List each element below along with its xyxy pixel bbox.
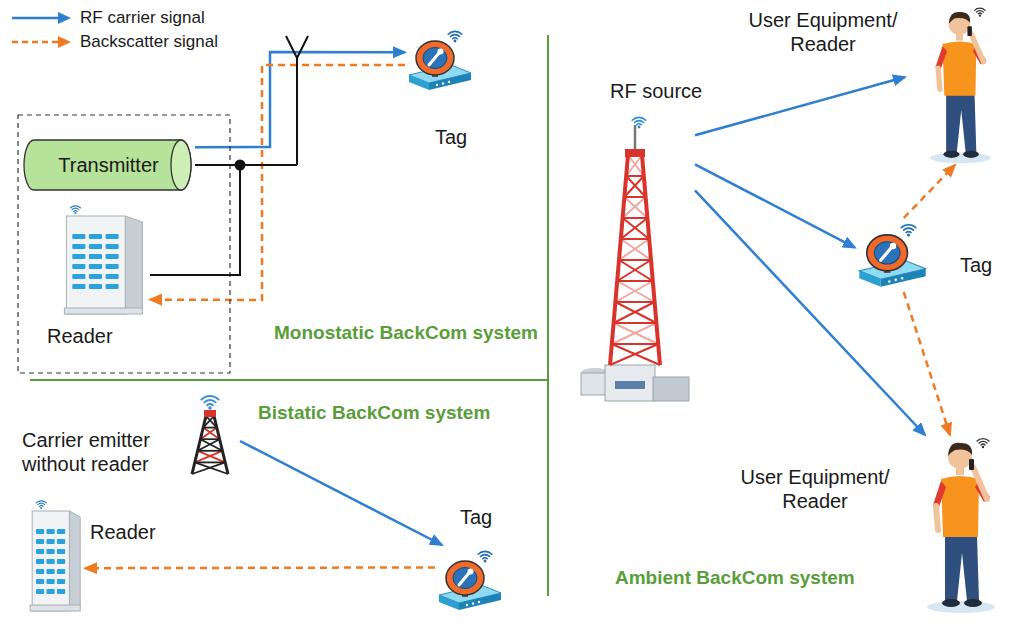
node-label: Reader [47,324,113,348]
carrier-arrow [695,77,905,135]
person-figure [930,8,990,163]
feed-wire [195,164,297,166]
node-outline [405,25,475,95]
wifi-symbol [448,31,462,42]
carrier-emitter-tower [192,396,228,474]
system-caption: Ambient BackCom system [615,567,855,589]
node-outline [575,115,695,405]
wifi-symbol [70,206,80,214]
tag-node: Tag [435,545,505,615]
legend-row: Backscatter signal [10,32,218,52]
node-outline [905,435,1005,615]
wifi-symbol [36,501,46,509]
antenna-arm [286,36,297,58]
wifi-symbol [901,225,916,237]
backscatter-arrow [904,165,955,218]
tag-icon [439,551,501,610]
tower-icon [581,117,689,401]
node-label: Tag [460,505,492,529]
backscatter-arrow [150,65,405,300]
carrier-arrow [695,190,925,435]
transmitter-node: Transmitter [22,138,195,192]
node-outline [435,545,505,615]
section-divider [547,35,549,596]
node-label: Tag [960,253,992,277]
tag-node: Tag [405,25,475,95]
node-label: RF source [610,79,702,103]
node-outline [855,218,930,292]
wifi-symbol [977,439,989,449]
node-label: User Equipment/ Reader [735,465,895,513]
reader-housing-outline [18,115,230,373]
tag-icon [859,225,925,287]
wifi-symbol [478,551,492,562]
node-outline [55,200,150,320]
carrier-arrow [695,164,855,247]
wire-junction [235,160,246,171]
legend-line-sample [10,35,72,49]
node-label: Transmitter [58,153,158,177]
legend-text: RF carrier signal [80,8,205,28]
carrier-arrow [195,52,405,147]
mast-node: Carrier emitter without reader [180,390,240,475]
legend-text: Backscatter signal [80,32,218,52]
wifi-symbol [632,117,646,128]
wifi-symbol [975,8,986,17]
node-label: Tag [435,125,467,149]
node-label: User Equipment/ Reader [743,8,903,56]
system-caption: Monostatic BackCom system [274,322,538,344]
transmitter-cylinder [24,140,191,190]
reader-icon [30,501,80,611]
tag-icon [409,31,471,90]
tag-node: Tag [855,218,930,292]
antenna-mast [296,58,298,165]
node-outline [25,495,85,617]
reader-node: Reader [25,495,85,617]
backscatter-arrow [85,566,435,569]
person-figure [927,439,995,613]
reader-icon [64,206,142,314]
carrier-arrow [240,441,442,545]
reader-node: Reader [55,200,150,320]
backscatter-arrow [904,292,950,435]
person-node: User Equipment/ Reader [905,5,1005,165]
node-outline [905,5,1005,165]
antenna-arm [297,36,308,58]
node-label: Carrier emitter without reader [22,428,177,476]
person-node: User Equipment/ Reader [905,435,1005,615]
tower-node: RF source [575,115,695,405]
node-outline [180,390,240,475]
section-divider [30,379,548,381]
wifi-symbol [202,396,219,410]
legend-line-sample [10,11,72,25]
node-label: Reader [90,520,156,544]
legend-row: RF carrier signal [10,8,205,28]
system-caption: Bistatic BackCom system [258,402,490,424]
